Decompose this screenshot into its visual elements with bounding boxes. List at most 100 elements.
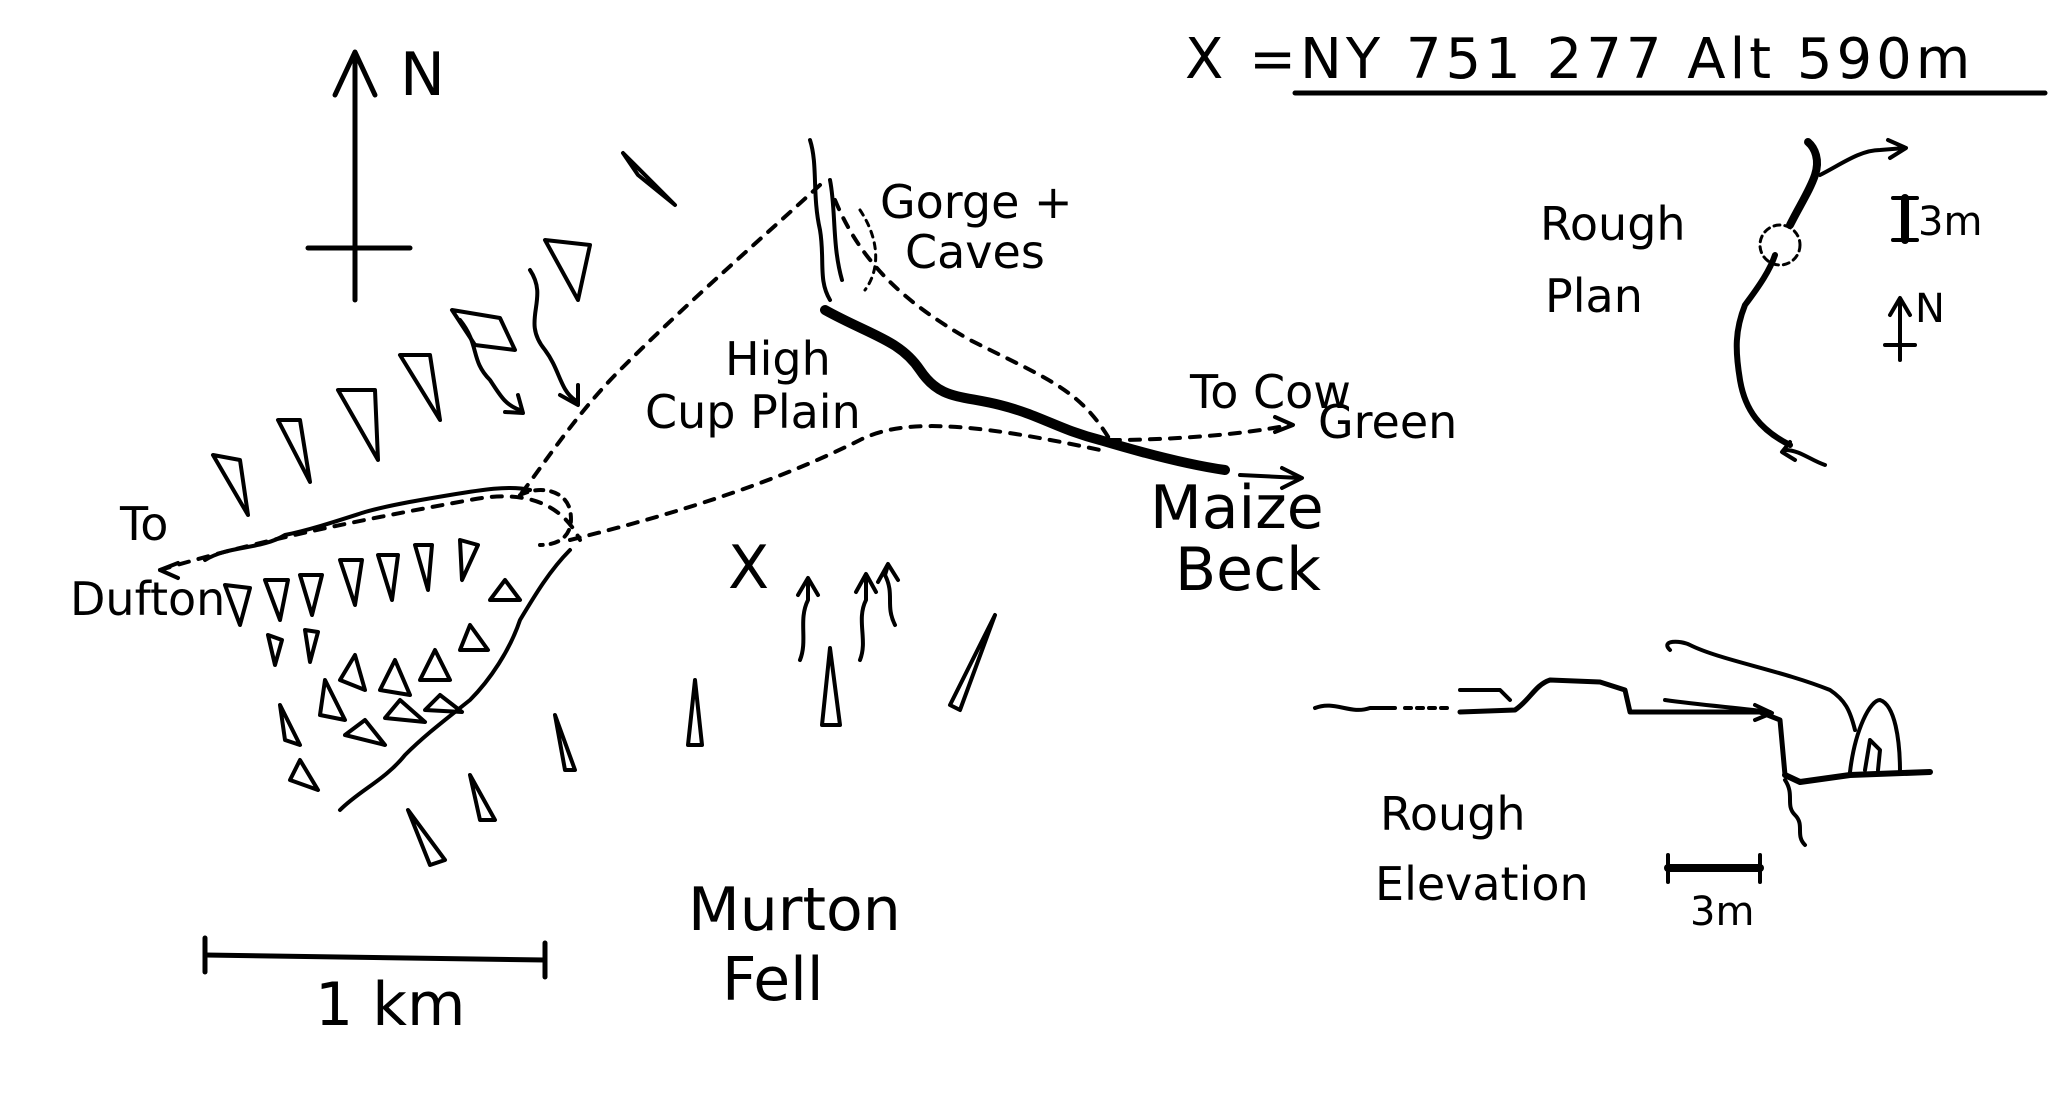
crag-wedge <box>338 558 364 607</box>
crag-wedge <box>488 578 522 602</box>
plan-entry-arrow <box>1780 440 1797 462</box>
plan-flow <box>1818 146 1907 177</box>
crag-wedge <box>686 678 704 747</box>
crag-wedge <box>948 613 997 712</box>
scale-bar-label: 1 km <box>315 970 465 1040</box>
crag-wedge <box>450 308 517 352</box>
crag-wedge <box>413 543 434 592</box>
cave-location-marker: X <box>728 533 769 603</box>
stream-arrow <box>528 268 577 402</box>
footpath-arrow-east <box>1273 415 1295 434</box>
crag-wedge <box>263 578 290 622</box>
gorge-edges <box>203 485 572 812</box>
grid-ref-prefix: X = <box>1185 27 1300 92</box>
footpath-to-cow-green <box>1108 423 1292 442</box>
crag-wedge <box>458 623 490 652</box>
elevation-stalagmite <box>1863 738 1882 772</box>
stream-arrow-head <box>503 393 525 415</box>
plan-title-line1: Rough <box>1540 197 1686 251</box>
crag-wedge <box>223 583 252 627</box>
elevation-title-line2: Elevation <box>1375 857 1589 911</box>
crag-wedge <box>406 808 447 867</box>
grid-reference: X = NY 751 277 Alt 590m <box>1185 27 2048 96</box>
elevation-scale-label: 3m <box>1690 889 1754 935</box>
label-to-dufton-line1: To <box>119 497 168 551</box>
gorge-edge-south <box>338 548 572 812</box>
crag-wedge <box>343 718 387 747</box>
stream-arrow-head <box>854 572 878 594</box>
stream-arrow-head <box>558 383 580 407</box>
label-to-cow-green-line2: Green <box>1318 395 1457 449</box>
maize-beck-flow-arrow <box>1280 466 1304 490</box>
plan-scale-label: 3m <box>1918 199 1982 245</box>
inset-rough-elevation: Rough Elevation 3m <box>1313 639 1933 935</box>
crag-wedge <box>553 713 577 772</box>
label-to-cow-green-line1: To Cow <box>1189 365 1351 419</box>
elevation-stream-arrow <box>1458 688 1512 702</box>
label-murton-fell-line2: Fell <box>722 945 823 1015</box>
stream-arrow <box>883 563 897 627</box>
elevation-passage-profile <box>1457 677 1788 778</box>
crag-wedge <box>378 658 412 697</box>
crag-wedge <box>418 648 452 682</box>
elevation-title-line1: Rough <box>1380 787 1526 841</box>
footpath-to-dufton <box>158 494 582 572</box>
maize-beck-flow <box>1238 473 1302 480</box>
elevation-roof-stream <box>1665 639 1857 732</box>
north-arrow: N <box>305 40 445 303</box>
crag-wedge <box>276 418 312 484</box>
upper-gorge-wall-west <box>808 138 832 302</box>
label-murton-fell-line1: Murton <box>688 875 901 945</box>
crag-wedge <box>468 773 497 822</box>
maize-beck-river <box>820 305 1230 475</box>
crag-wedge <box>266 633 284 667</box>
crag-wedge <box>423 693 464 714</box>
stream-arrow <box>458 318 522 412</box>
plan-passage-upper <box>1786 138 1821 229</box>
crag-wedge <box>336 388 380 462</box>
crag-wedge <box>398 353 442 422</box>
label-high-cup-plain-line2: Cup Plain <box>645 385 861 439</box>
label-gorge-line1: Gorge + <box>880 175 1073 229</box>
stream-arrow-head <box>876 562 900 584</box>
elevation-floor <box>1782 769 1933 785</box>
elevation-boulder <box>1848 698 1902 774</box>
stream-arrows <box>458 268 900 662</box>
grid-ref-text: NY 751 277 Alt 590m <box>1300 27 1974 92</box>
place-labels: Gorge + Caves High Cup Plain To Cow Gree… <box>70 175 1457 1015</box>
label-gorge-line2: Caves <box>905 225 1045 279</box>
crag-wedge <box>543 238 592 302</box>
crag-wedge <box>318 678 347 722</box>
crag-wedge <box>211 453 250 517</box>
plan-passage-lower <box>1733 252 1793 448</box>
plan-north-arrow-head <box>1888 296 1912 317</box>
scale-bar-main: 1 km <box>202 935 548 1040</box>
crag-wedge <box>298 573 324 617</box>
crag-wedge <box>376 553 400 602</box>
stream-arrow <box>798 578 810 662</box>
crag-wedge <box>621 151 677 207</box>
north-label: N <box>400 40 445 110</box>
footpath-arrow-west <box>158 561 180 580</box>
label-to-dufton-line2: Dufton <box>70 572 225 626</box>
crag-wedge <box>338 653 367 692</box>
elevation-sink-stream <box>1783 778 1807 847</box>
label-maize-beck-line1: Maize <box>1150 473 1324 543</box>
north-arrow-head <box>332 49 378 98</box>
maize-beck <box>808 138 1304 490</box>
plan-entry-stream <box>1783 448 1827 467</box>
scale-bar-line <box>202 952 548 963</box>
plan-flow-arrow <box>1886 138 1908 160</box>
plan-title-line2: Plan <box>1545 269 1643 323</box>
label-high-cup-plain-line1: High <box>725 332 831 386</box>
elevation-water-line <box>1663 698 1772 714</box>
upper-gorge-wall-east <box>828 178 844 282</box>
crag-wedge <box>458 538 480 582</box>
footpath-loop <box>518 488 573 547</box>
label-maize-beck-line2: Beck <box>1175 535 1321 605</box>
crag-wedge <box>383 698 427 724</box>
footpath-north <box>518 183 822 497</box>
stream-arrow <box>858 573 868 662</box>
